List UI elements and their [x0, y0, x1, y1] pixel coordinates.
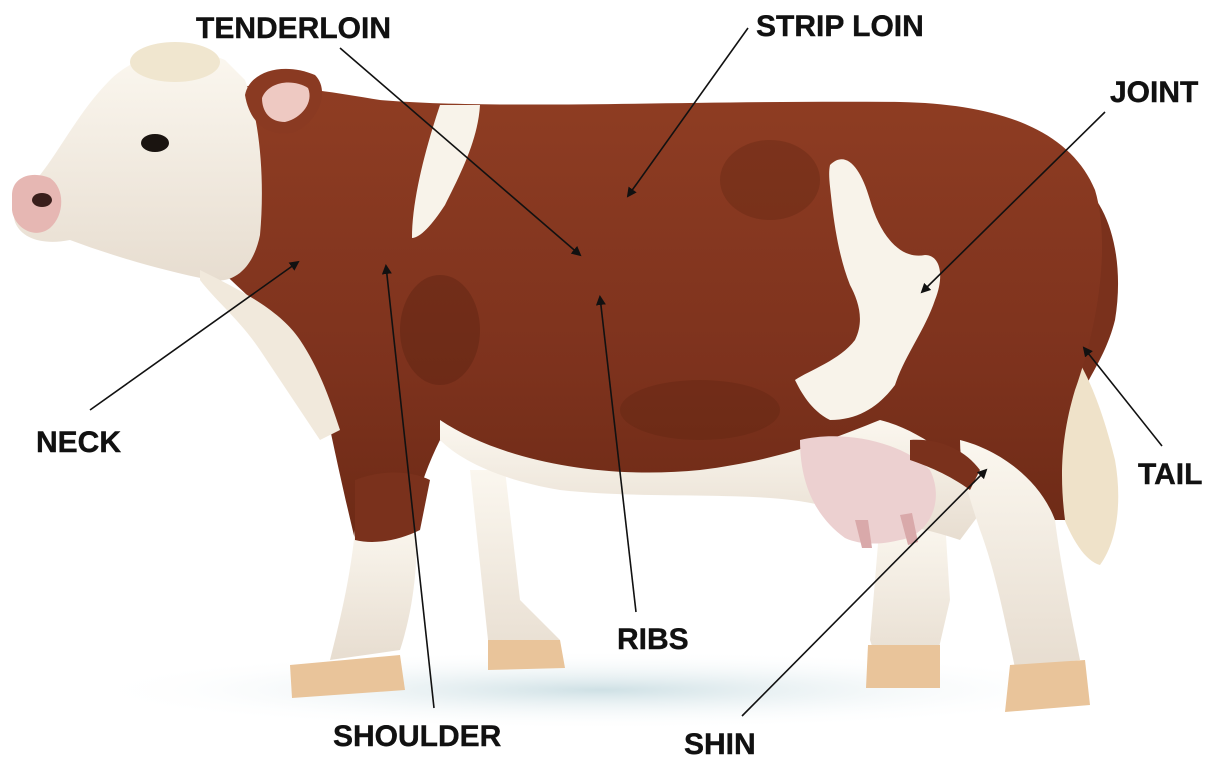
cow-head — [14, 52, 262, 281]
tail-label: TAIL — [1138, 460, 1202, 490]
shin-label: SHIN — [684, 730, 756, 760]
strip-loin-label: STRIP LOIN — [756, 12, 924, 42]
ribs-label: RIBS — [617, 625, 689, 655]
shoulder-label: SHOULDER — [333, 722, 501, 752]
joint-label: JOINT — [1110, 78, 1198, 108]
eye — [141, 134, 169, 152]
ground-shadow — [80, 650, 1120, 730]
forehead-tuft — [130, 42, 220, 82]
tenderloin-label: TENDERLOIN — [196, 14, 391, 44]
neck-label: NECK — [36, 428, 121, 458]
